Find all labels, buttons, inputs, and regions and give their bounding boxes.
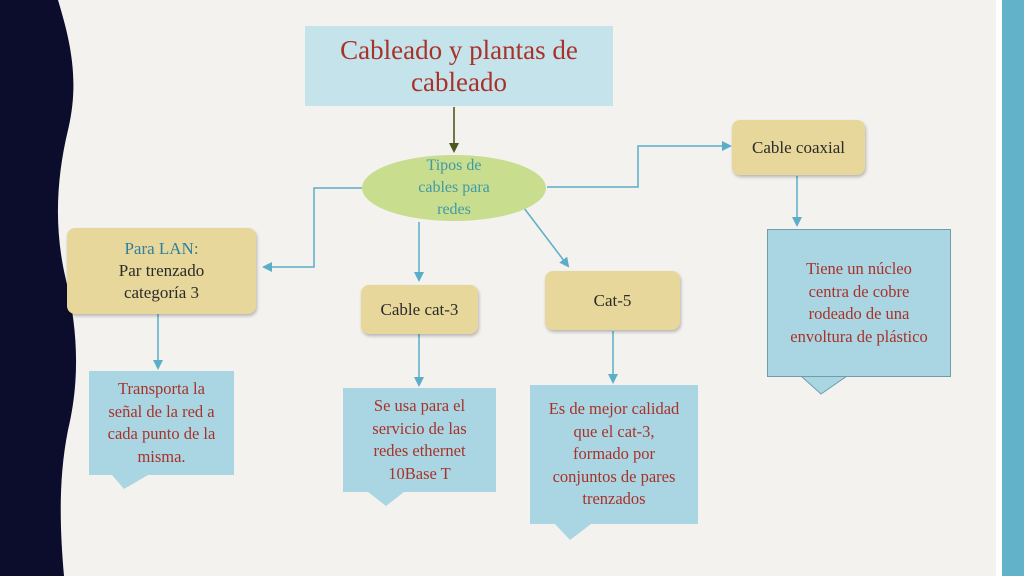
title-line-1: Cableado y plantas de (340, 35, 578, 65)
lan-line-2: Par trenzado (118, 261, 205, 280)
desc-cat5-line-1: Es de mejor calidad (548, 399, 680, 419)
desc-coaxial-line-3: rodeado de una (808, 304, 910, 323)
coaxial-label: Cable coaxial (752, 137, 845, 157)
node-lan: Para LAN: Par trenzado categoría 3 (67, 228, 256, 314)
node-cable-cat3: Cable cat-3 (361, 285, 478, 334)
callout-tail-lan (112, 475, 148, 489)
desc-cat3-line-1: Se usa para el (373, 396, 466, 415)
lan-line-3: categoría 3 (123, 283, 200, 302)
diagram-title: Cableado y plantas de cableado (305, 26, 613, 106)
callout-tail-coaxial (799, 375, 849, 395)
desc-cat3-line-3: redes ethernet (373, 441, 466, 460)
callout-tail-cat5 (555, 524, 591, 540)
desc-cat3: Se usa para el servicio de las redes eth… (343, 388, 496, 492)
desc-lan-line-2: señal de la red a (108, 401, 215, 421)
node-cable-coaxial: Cable coaxial (732, 120, 865, 175)
desc-coaxial-line-2: centra de cobre (808, 281, 910, 301)
cat3-label: Cable cat-3 (380, 299, 459, 319)
center-line-2: cables para (418, 179, 490, 196)
desc-cat5-line-2: que el cat-3, (573, 421, 655, 441)
desc-cat5: Es de mejor calidad que el cat-3, formad… (530, 385, 698, 524)
desc-lan-line-4: misma. (137, 446, 186, 466)
desc-lan-line-1: Transporta la (118, 379, 205, 398)
cat5-label: Cat-5 (593, 290, 632, 310)
desc-coaxial-line-4: envoltura de plástico (790, 326, 928, 346)
left-wave-decoration (0, 0, 77, 576)
callout-tail-cat3 (368, 492, 404, 506)
right-accent-border (996, 0, 1024, 576)
center-line-3: redes (437, 201, 471, 218)
lan-line-1: Para LAN: (124, 239, 199, 258)
desc-lan-line-3: cada punto de la (107, 424, 216, 443)
title-line-2: cableado (411, 67, 507, 97)
desc-cat5-line-4: conjuntos de pares (552, 466, 676, 486)
connector-center-to-cat5 (523, 207, 570, 268)
desc-cat3-line-2: servicio de las (372, 418, 467, 438)
connector-center-to-lan (262, 187, 362, 272)
center-node-cable-types: Tipos de cables para redes (362, 155, 546, 221)
connector-center-to-coaxial (547, 141, 732, 188)
desc-lan: Transporta la señal de la red a cada pun… (89, 371, 234, 475)
desc-coaxial: Tiene un núcleo centra de cobre rodeado … (767, 229, 951, 377)
right-accent-stripe (1002, 0, 1024, 576)
node-cat5: Cat-5 (545, 271, 680, 330)
desc-cat5-line-3: formado por (572, 444, 656, 464)
desc-coaxial-line-1: Tiene un núcleo (806, 259, 912, 278)
desc-cat5-line-5: trenzados (582, 489, 646, 509)
desc-cat3-line-4: 10Base T (388, 463, 451, 483)
center-line-1: Tipos de (426, 157, 482, 174)
